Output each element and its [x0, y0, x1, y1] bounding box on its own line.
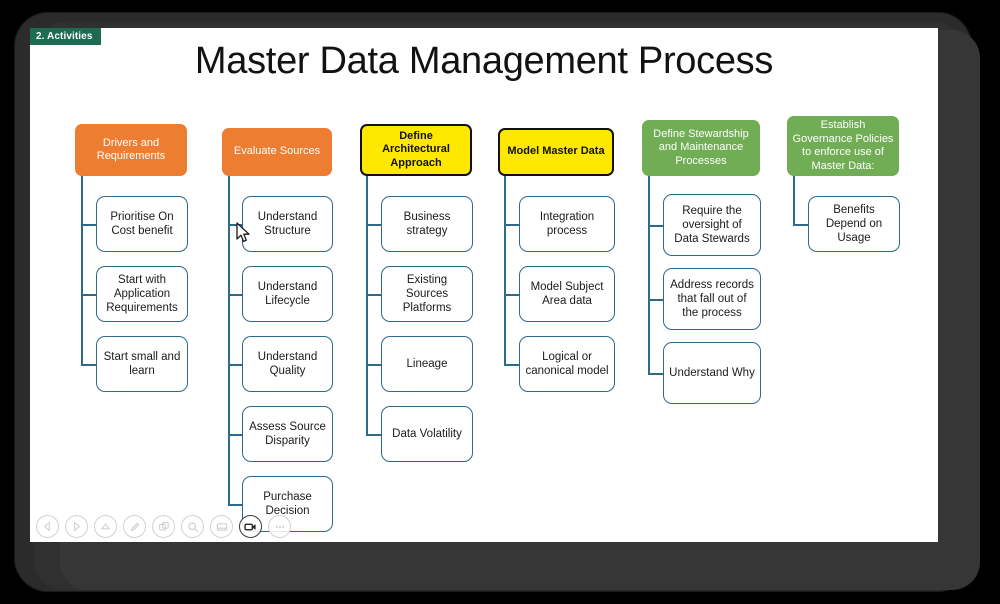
connector-spine [648, 176, 650, 373]
connector-spine [81, 176, 83, 364]
connector-spine [793, 176, 795, 224]
diagram-node[interactable]: Start small and learn [96, 336, 188, 392]
play-icon[interactable] [65, 515, 88, 538]
layers-icon[interactable] [152, 515, 175, 538]
connector-spine [228, 176, 230, 504]
connector-stub [81, 224, 96, 226]
diagram-node[interactable]: Assess Source Disparity [242, 406, 333, 462]
diagram-node[interactable]: Address records that fall out of the pro… [663, 268, 761, 330]
connector-stub [228, 364, 242, 366]
column-header-col-evaluate[interactable]: Evaluate Sources [222, 128, 332, 176]
connector-stub [366, 224, 381, 226]
column-header-col-governance[interactable]: Establish Governance Policies to enforce… [787, 116, 899, 176]
diagram-node[interactable]: Existing Sources Platforms [381, 266, 473, 322]
diagram-node[interactable]: Understand Lifecycle [242, 266, 333, 322]
slide-canvas[interactable]: 2. Activities Master Data Management Pro… [30, 28, 938, 542]
video-camera-icon[interactable] [239, 515, 262, 538]
diagram-node[interactable]: Data Volatility [381, 406, 473, 462]
connector-stub [504, 224, 519, 226]
search-icon[interactable] [181, 515, 204, 538]
connector-stub [81, 294, 96, 296]
connector-stub [228, 434, 242, 436]
connector-stub [228, 294, 242, 296]
diagram-node[interactable]: Understand Structure [242, 196, 333, 252]
activities-badge[interactable]: 2. Activities [30, 28, 101, 45]
up-icon[interactable] [94, 515, 117, 538]
connector-stub [504, 294, 519, 296]
page-title: Master Data Management Process [194, 40, 774, 82]
diagram-node[interactable]: Understand Why [663, 342, 761, 404]
column-header-col-architecture[interactable]: Define Architectural Approach [360, 124, 472, 176]
connector-stub [793, 224, 808, 226]
diagram-node[interactable]: Lineage [381, 336, 473, 392]
diagram-node[interactable]: Start with Application Requirements [96, 266, 188, 322]
diagram-node[interactable]: Model Subject Area data [519, 266, 615, 322]
diagram-node[interactable]: Understand Quality [242, 336, 333, 392]
column-header-col-stewardship[interactable]: Define Stewardship and Maintenance Proce… [642, 120, 760, 176]
diagram-node[interactable]: Prioritise On Cost benefit [96, 196, 188, 252]
connector-stub [81, 364, 96, 366]
connector-stub [228, 504, 242, 506]
more-icon[interactable] [268, 515, 291, 538]
connector-stub [504, 364, 519, 366]
connector-stub [366, 294, 381, 296]
pen-icon[interactable] [123, 515, 146, 538]
diagram-node[interactable]: Benefits Depend on Usage [808, 196, 900, 252]
previous-icon[interactable] [36, 515, 59, 538]
diagram-node[interactable]: Require the oversight of Data Stewards [663, 194, 761, 256]
connector-stub [648, 373, 663, 375]
connector-stub [648, 299, 663, 301]
column-header-col-drivers[interactable]: Drivers and Requirements [75, 124, 187, 176]
connector-stub [648, 225, 663, 227]
diagram-node[interactable]: Integration process [519, 196, 615, 252]
connector-stub [366, 434, 381, 436]
present-icon[interactable] [210, 515, 233, 538]
diagram-node[interactable]: Business strategy [381, 196, 473, 252]
slide-toolbar[interactable] [36, 515, 291, 538]
column-header-col-model[interactable]: Model Master Data [498, 128, 614, 176]
connector-spine [504, 176, 506, 364]
connector-stub [366, 364, 381, 366]
diagram-node[interactable]: Logical or canonical model [519, 336, 615, 392]
connector-stub [228, 224, 242, 226]
connector-spine [366, 176, 368, 434]
